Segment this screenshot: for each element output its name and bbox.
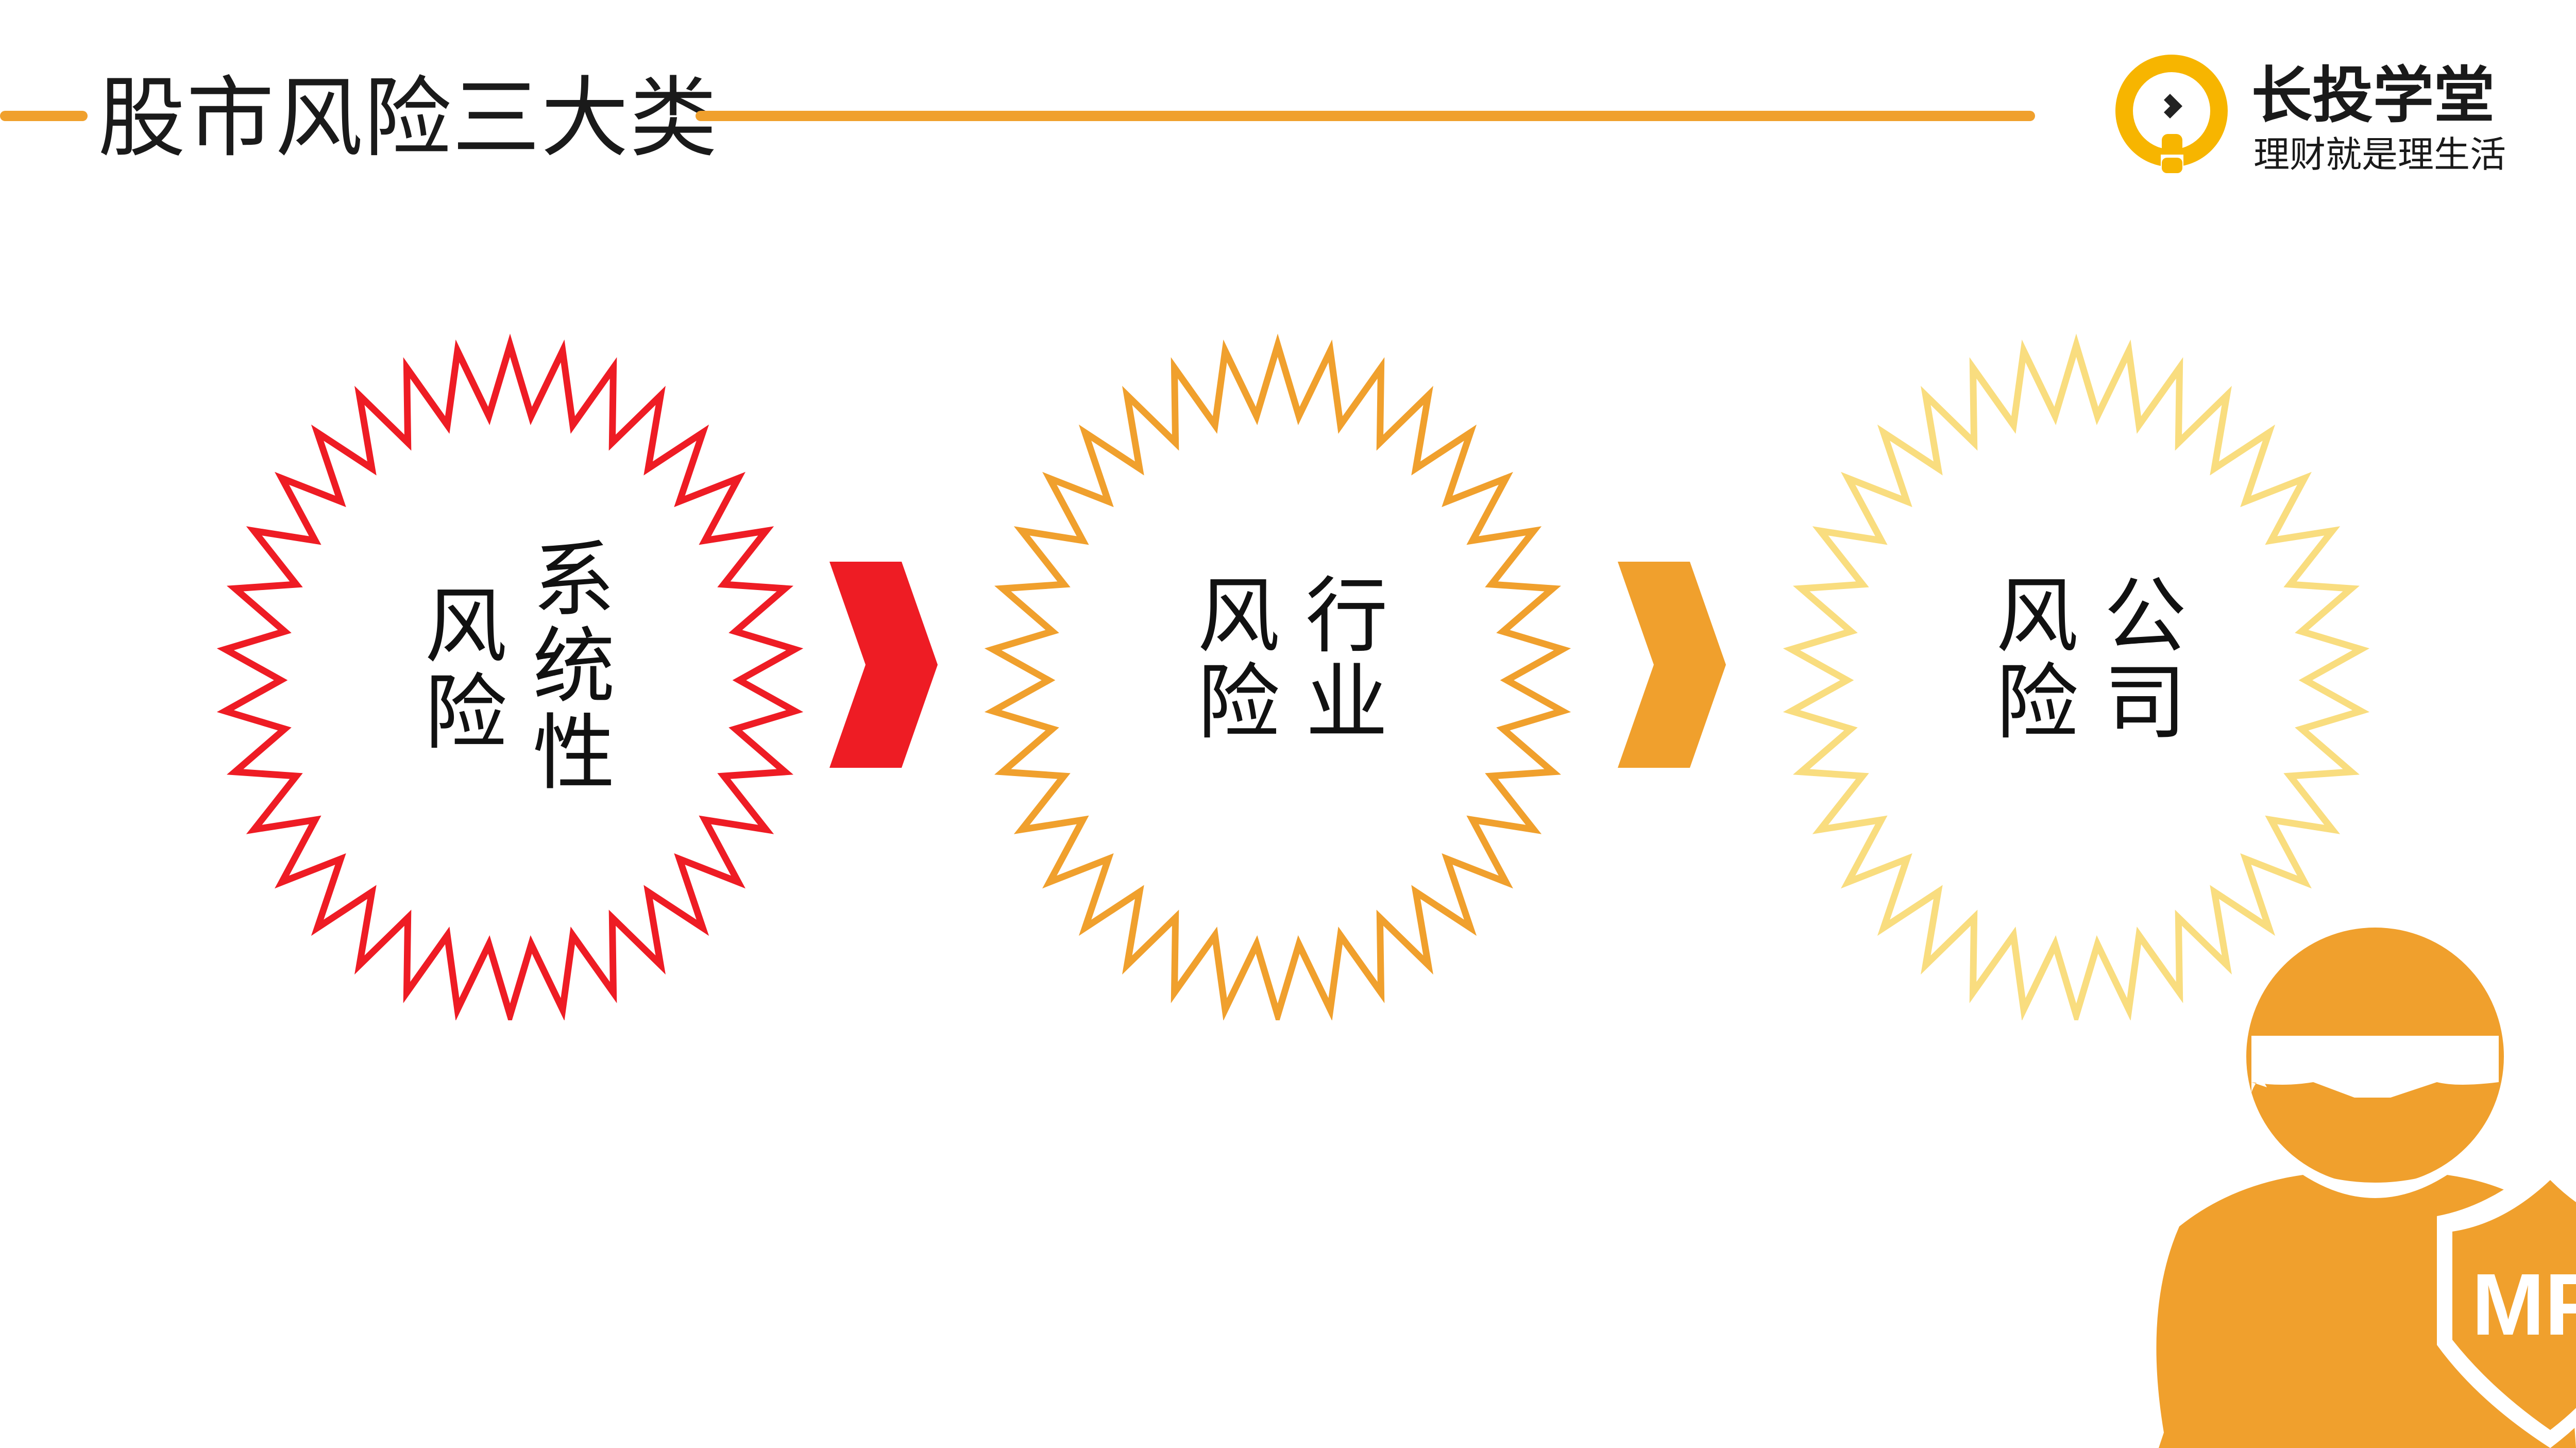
stage-label-line1: 系统性 xyxy=(519,536,615,796)
stage-label-line2: 风险 xyxy=(1982,572,2078,745)
stage-label-line1: 公司 xyxy=(2090,572,2187,745)
brand-slogan: 理财就是理生活 xyxy=(2253,133,2506,176)
page-title: 股市风险三大类 xyxy=(98,68,719,170)
starburst-orange-icon xyxy=(984,333,1571,1020)
starburst-yellow-icon xyxy=(1783,333,2370,1020)
lightbulb-icon xyxy=(2115,55,2228,173)
stage-systematic-risk: 系统性 风险 xyxy=(211,330,809,1020)
stage-label-line2: 风险 xyxy=(411,582,507,755)
chevron-right-icon xyxy=(829,562,938,768)
stage-company-risk: 公司 风险 xyxy=(1777,330,2375,1020)
stage-label-line2: 风险 xyxy=(1183,572,1280,745)
stage-industry-risk: 行业 风险 xyxy=(979,330,1577,1020)
starburst-red-icon xyxy=(216,333,804,1020)
mp-badge-text: MP xyxy=(2472,1256,2576,1354)
title-line-right xyxy=(696,111,2035,121)
stage-label-line1: 行业 xyxy=(1292,572,1388,745)
chevron-right-icon xyxy=(1618,562,1726,768)
brand-logo: 长投学堂 理财就是理生活 xyxy=(2112,52,2514,186)
brand-name: 长投学堂 xyxy=(2251,60,2495,131)
title-line-left xyxy=(0,111,88,121)
user-shield-icon: MP xyxy=(2156,928,2576,1448)
